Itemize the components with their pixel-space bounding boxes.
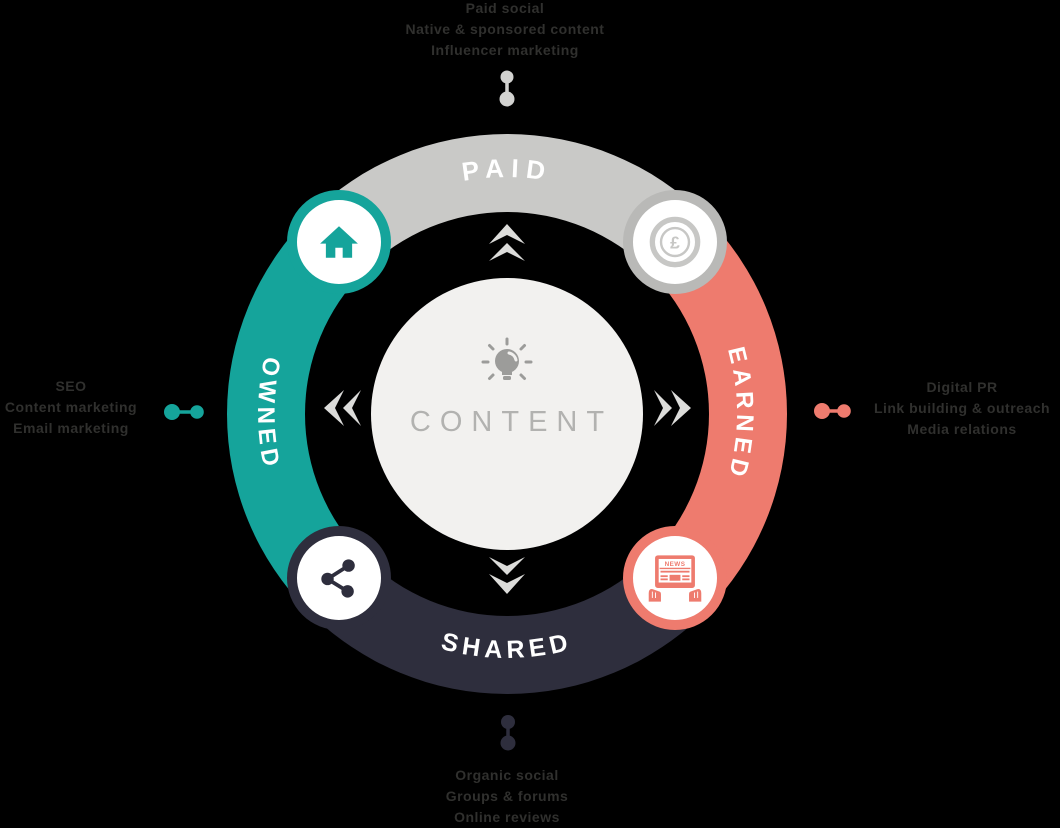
earned-badge: NEWS [623,526,727,630]
segment-label-owned: OWNED [252,355,285,473]
segment-label-paid: PAID [460,153,554,187]
paid-badge: £ [623,190,727,294]
annotation-shared: Organic social Groups & forums Online re… [357,765,657,828]
arrow-down-icon [489,557,525,594]
annotation-owned: SEO Content marketing Email marketing [0,376,142,439]
segment-label-earned: EARNED [722,344,758,484]
lightbulb-icon [481,337,533,380]
annotation-line: Content marketing [4,399,138,415]
annotation-line: Paid social [465,0,545,16]
center-circle: CONTENT [371,278,643,550]
connector-dots-top [499,70,515,107]
annotation-line: Media relations [907,421,1017,437]
annotation-line: Influencer marketing [431,42,579,58]
share-icon [321,559,355,598]
arrow-left-icon [324,390,361,426]
annotation-line: Digital PR [926,379,998,395]
news-icon: NEWS [648,555,702,602]
connector-dots-bottom [500,715,516,751]
svg-text:£: £ [670,232,680,252]
annotation-line: Groups & forums [445,788,569,804]
segment-label-shared: SHARED [439,627,576,664]
center-title: CONTENT [409,406,614,438]
ring-labels: PAID EARNED SHARED OWNED [252,153,758,664]
annotation-line: Online reviews [454,809,560,825]
annotation-earned: Digital PR Link building & outreach Medi… [852,377,1060,440]
pound-coin-icon: £ [649,216,701,268]
arrow-right-icon [654,390,691,426]
shared-badge [287,526,391,630]
annotation-line: Link building & outreach [873,400,1051,416]
annotation-line: SEO [55,378,87,394]
annotation-line: Native & sponsored content [405,21,605,37]
annotation-line: Email marketing [13,420,129,436]
owned-badge [287,190,391,294]
arrow-up-icon [489,224,525,261]
home-icon [320,226,358,258]
connector-dots-right [814,403,851,419]
annotation-paid: Paid social Native & sponsored content I… [330,0,680,61]
annotation-line: Organic social [455,767,559,783]
svg-text:NEWS: NEWS [665,561,686,568]
connector-dots-left [164,404,204,420]
